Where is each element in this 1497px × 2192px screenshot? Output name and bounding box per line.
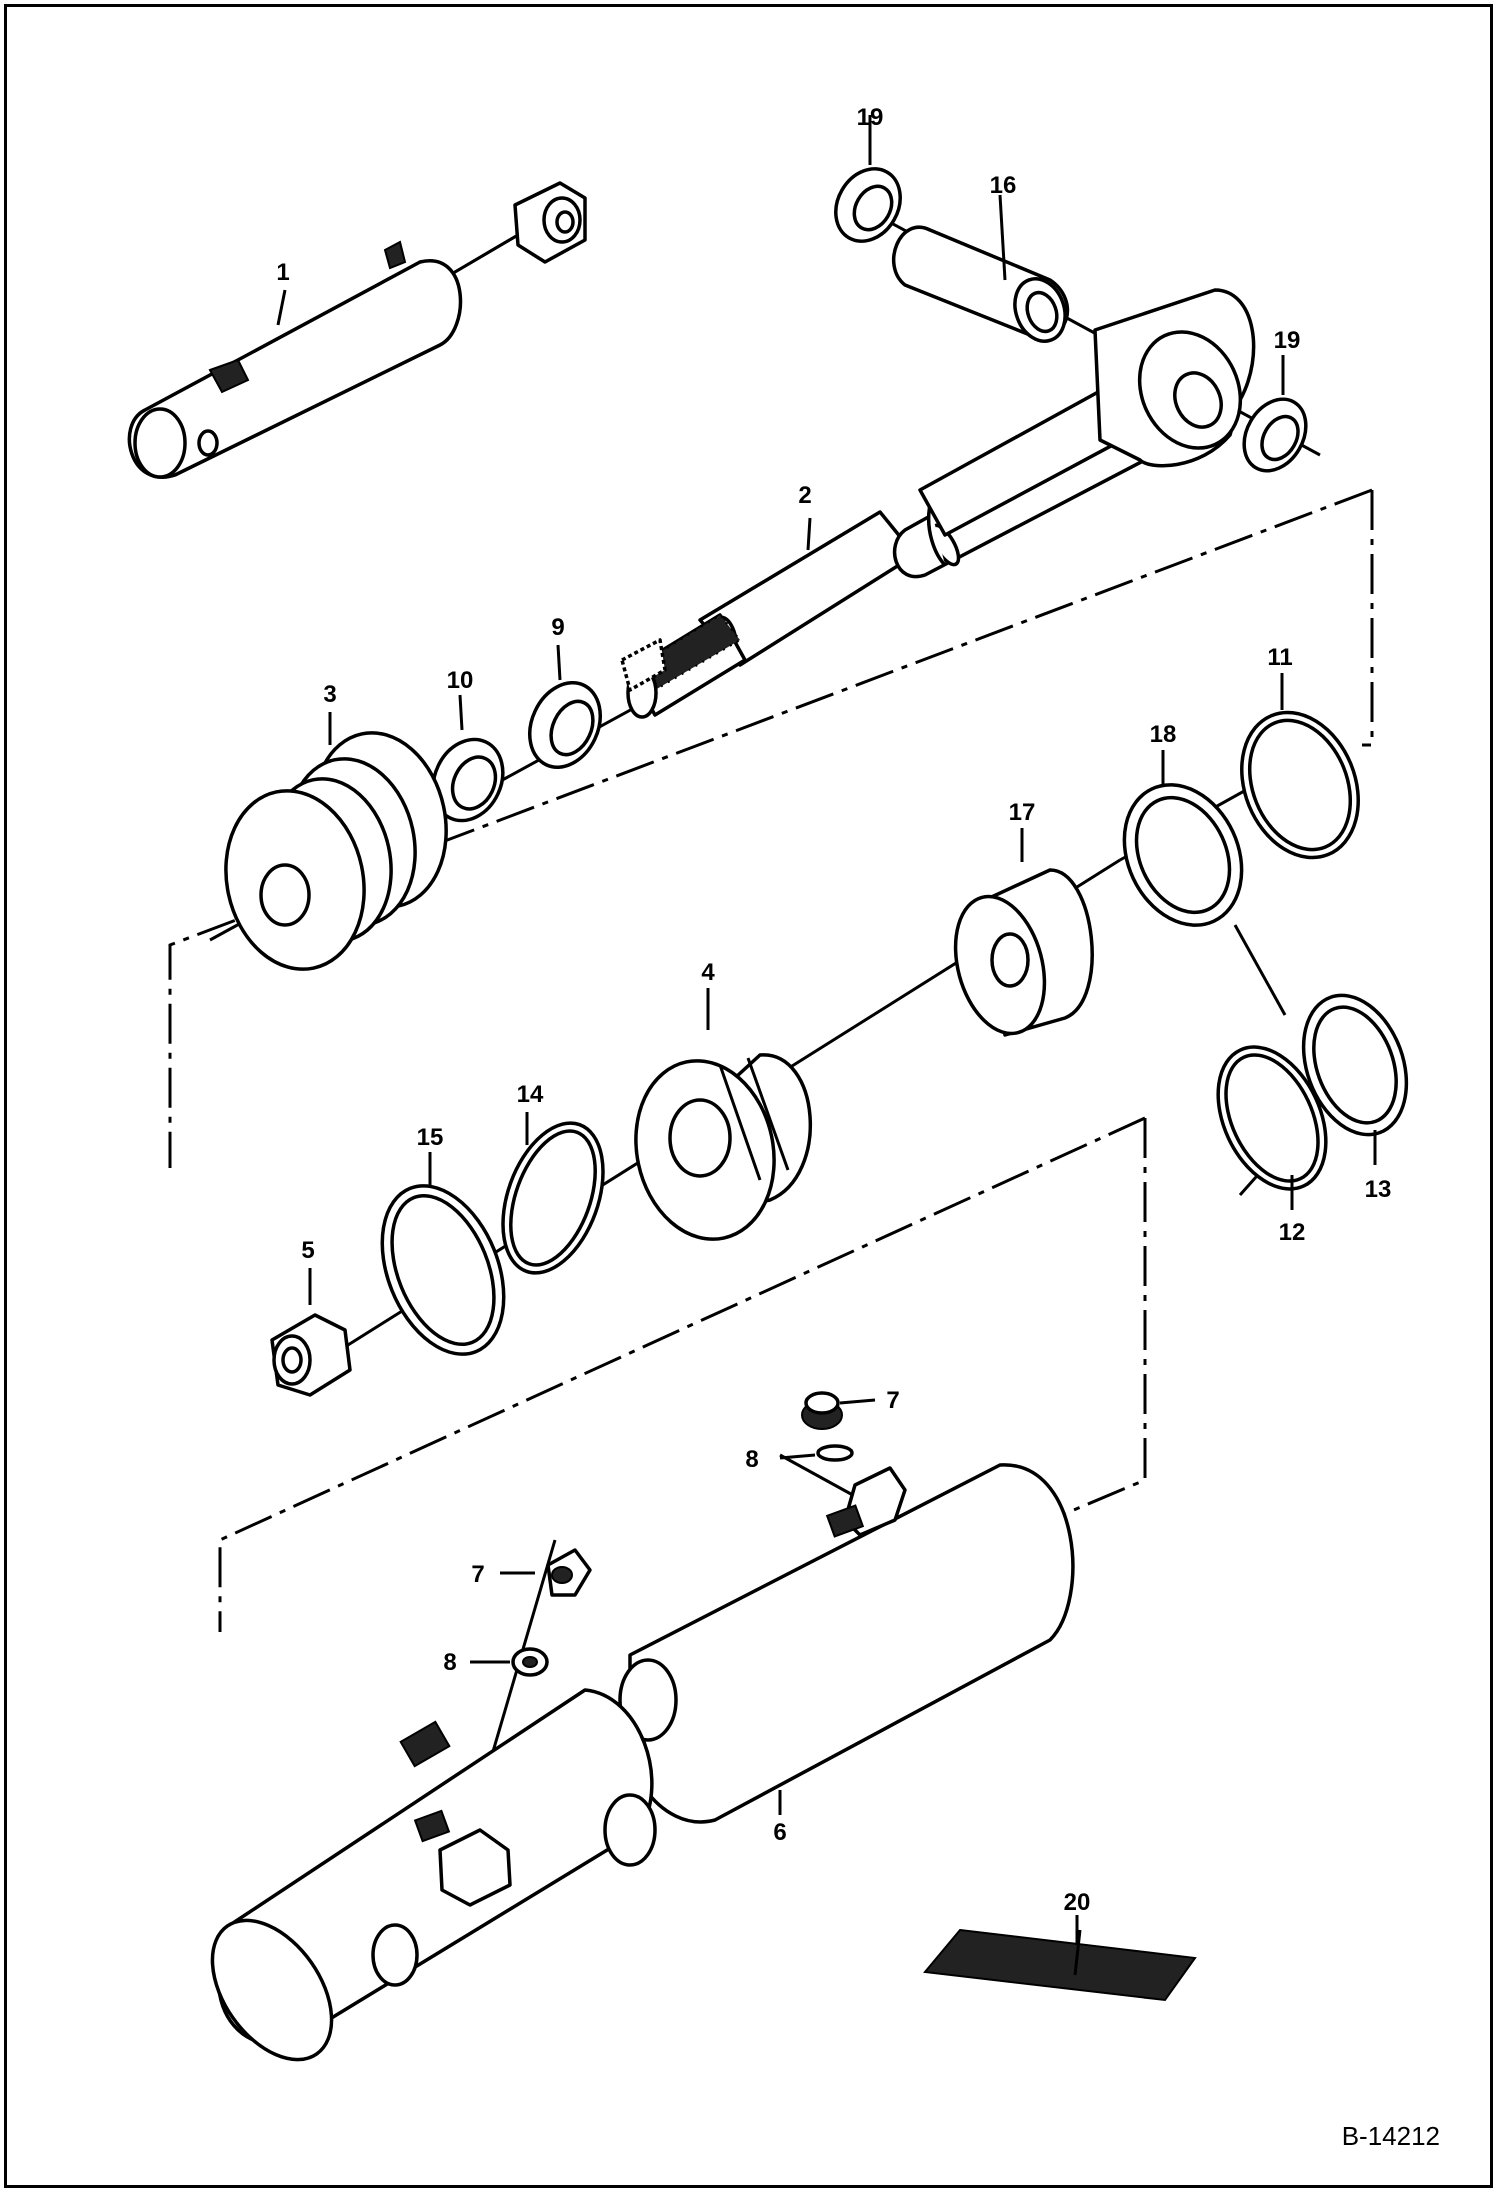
callout-8-upper: 8: [745, 1446, 758, 1473]
callout-leaders: [276, 115, 1377, 1945]
callout-16: 16: [990, 172, 1017, 199]
callout-10: 10: [447, 667, 474, 694]
part-19-seal-right: [1242, 397, 1308, 473]
callout-5: 5: [301, 1237, 314, 1264]
assembly-guide-lines: [168, 488, 1374, 1632]
part-20-decal: [923, 1928, 1197, 2002]
callout-2: 2: [798, 482, 811, 509]
part-4-piston: [634, 1053, 812, 1241]
part-9-wiper-seal: [528, 681, 602, 769]
part-8-washer-upper: [816, 1444, 854, 1462]
callout-7-upper: 7: [886, 1387, 899, 1414]
callout-19-top: 19: [857, 104, 884, 131]
part-17-spacer: [953, 868, 1094, 1037]
callout-11: 11: [1267, 644, 1292, 671]
part-7-plug-lower: [546, 1548, 592, 1597]
callout-19-right: 19: [1274, 327, 1301, 354]
part-5-nut: [270, 1313, 352, 1397]
part-2-rod-eye: [918, 288, 1256, 537]
part-3-cylinder-head: [224, 731, 448, 971]
callout-4: 4: [701, 959, 715, 986]
part-7-plug-upper: [801, 1391, 843, 1430]
part-18-backup-ring: [1122, 783, 1244, 927]
callout-7-lower: 7: [471, 1561, 484, 1588]
part-12-ring: [1216, 1045, 1328, 1191]
callout-18: 18: [1150, 721, 1177, 748]
callout-labels: 1 2 3 4 5 6 7 7 8 8 9 10 11 12 13 14 15 …: [276, 104, 1391, 1916]
callout-20: 20: [1064, 1889, 1091, 1916]
part-16-bushing: [892, 225, 1070, 343]
callout-1: 1: [276, 259, 289, 286]
callout-15: 15: [417, 1124, 444, 1151]
part-6-barrel: [210, 1463, 1075, 2062]
callout-14: 14: [517, 1081, 544, 1108]
part-15-piston-seal: [380, 1184, 506, 1356]
part-19-seal-top: [834, 167, 902, 243]
callout-3: 3: [323, 681, 336, 708]
callout-8-lower: 8: [443, 1649, 456, 1676]
diagram-border: [4, 4, 1493, 2188]
part-8-washer-lower: [511, 1647, 549, 1677]
callout-9: 9: [551, 614, 564, 641]
document-id: B-14212: [1342, 2121, 1440, 2151]
callout-17: 17: [1009, 799, 1036, 826]
part-10-rod-seal: [431, 737, 505, 823]
callout-13: 13: [1365, 1176, 1392, 1203]
part-14-o-ring: [501, 1121, 605, 1275]
callout-12: 12: [1279, 1219, 1306, 1246]
part-11-o-ring: [1240, 710, 1360, 860]
part-1-cylinder-assembly: [127, 181, 587, 479]
part-2-threaded-end: [620, 638, 667, 692]
part-13-ring: [1301, 993, 1409, 1137]
callout-6: 6: [773, 1819, 786, 1846]
